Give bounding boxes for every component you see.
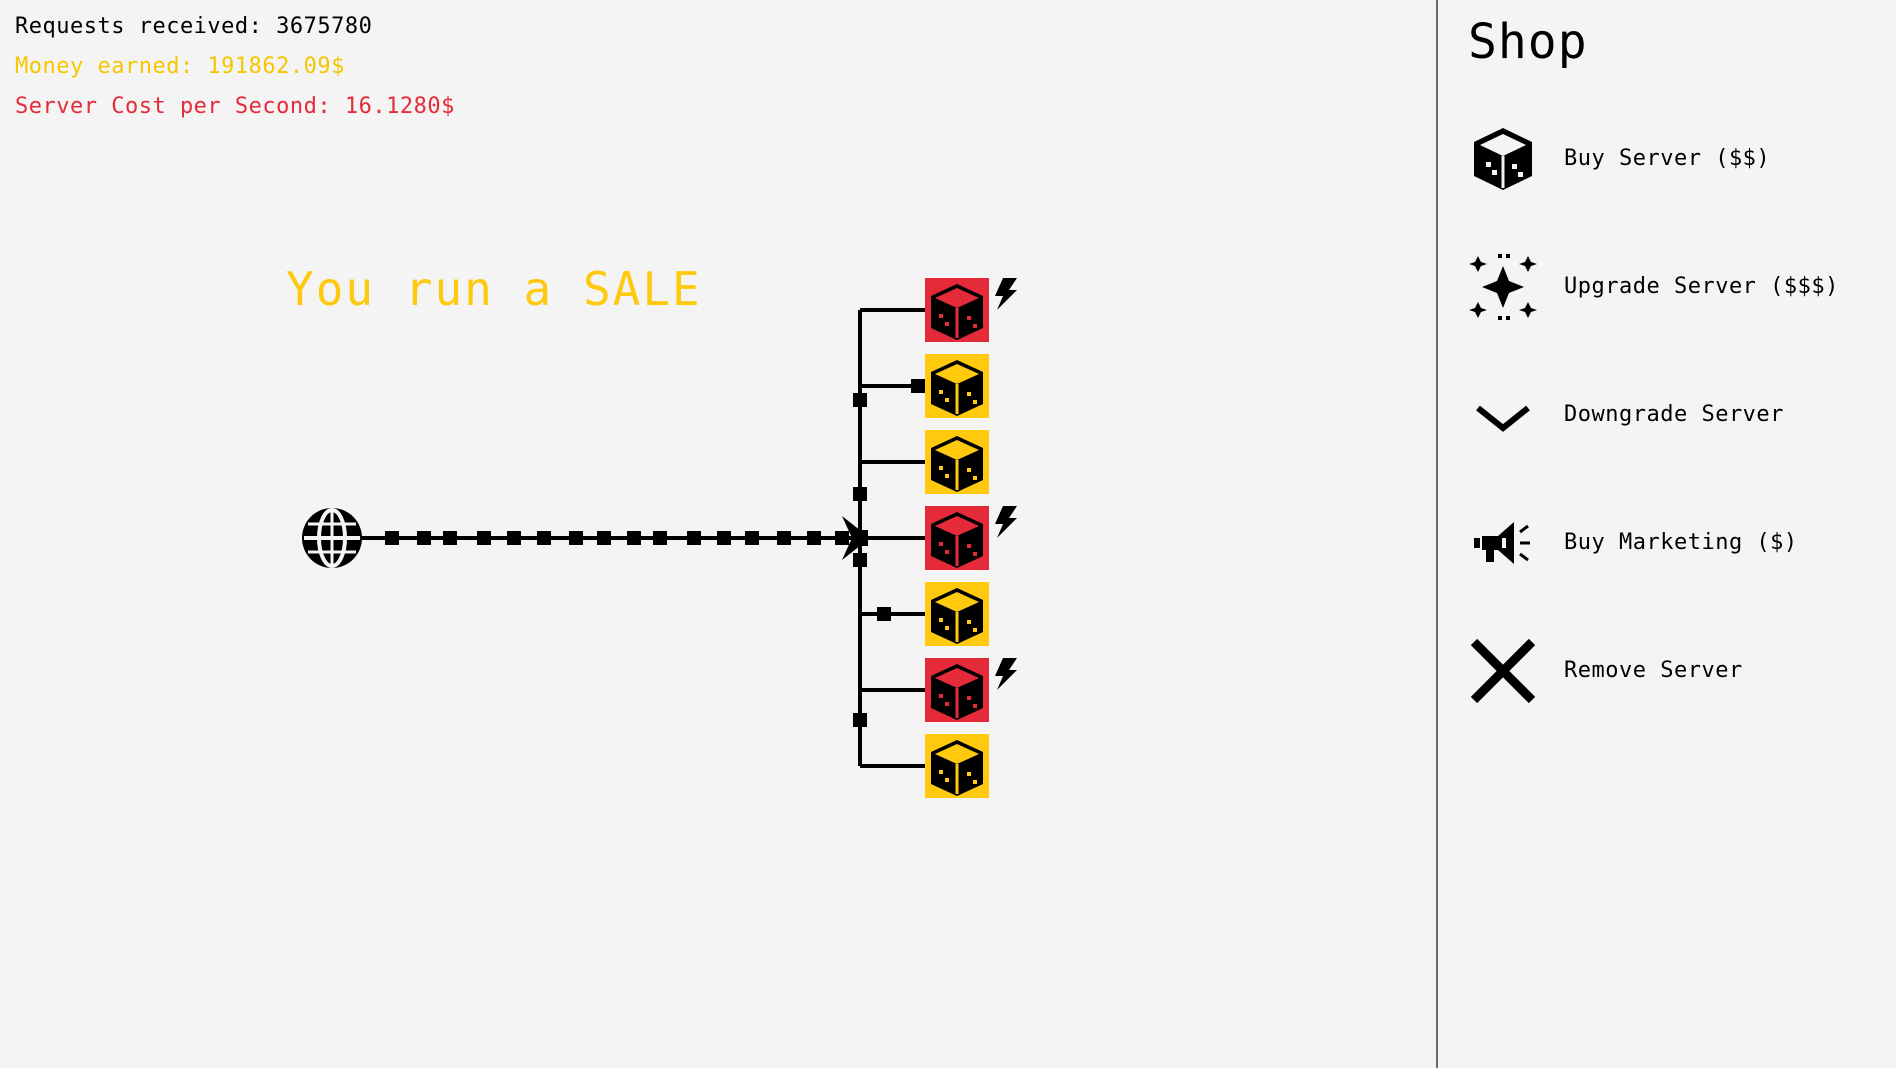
server-cube-light [939,694,943,698]
server-cube-light [967,392,971,396]
server-cube-top [935,440,979,460]
server-rack [925,278,1017,798]
lightning-bolt [995,506,1017,538]
request-packet [507,531,521,545]
request-packet [911,379,925,393]
request-packet [877,607,891,621]
megaphone-icon [1474,522,1530,564]
server-overloaded[interactable] [925,658,989,722]
request-packet [687,531,701,545]
server-cube-light [939,618,943,622]
request-packet [835,531,849,545]
server-cube-light [967,772,971,776]
buy-server-button[interactable]: Buy Server ($$) [1468,124,1888,194]
server-cube-light [945,474,949,478]
server-cube-light [939,390,943,394]
downgrade-server-label: Downgrade Server [1564,402,1784,427]
server-cube-light [973,780,977,784]
network-diagram [302,278,1017,798]
request-packet [627,531,641,545]
buy-marketing-button[interactable]: Buy Marketing ($) [1468,508,1888,578]
request-packet [653,531,667,545]
server-cube-light [973,704,977,708]
server-cube-light [939,466,943,470]
request-packet [537,531,551,545]
server-cube-light [973,552,977,556]
request-packet [777,531,791,545]
server-cube-light [967,696,971,700]
server-cube-top [935,744,979,764]
lightning-icon [995,658,1017,690]
server-cube-top [935,668,979,688]
request-packet [597,531,611,545]
server-cube-top [935,592,979,612]
server-cube-light [967,316,971,320]
upgrade-server-button[interactable]: Upgrade Server ($$$) [1468,252,1888,322]
server-cube-light [973,324,977,328]
lightning-bolt [995,658,1017,690]
server-cube-light [967,544,971,548]
remove-server-label: Remove Server [1564,658,1743,683]
lightning-icon [995,278,1017,310]
request-packet [745,531,759,545]
server-cube-light [945,702,949,706]
request-packet [853,487,867,501]
remove-server-button[interactable]: Remove Server [1468,636,1888,706]
requests-received-counter: Requests received: 3675780 [15,14,373,39]
server-normal[interactable] [925,430,989,494]
load-balancer-icon [842,516,870,560]
server-cube-top [935,516,979,536]
request-packet [853,393,867,407]
request-packet [853,713,867,727]
request-packet [443,531,457,545]
server-cube-top [935,288,979,308]
server-cube-top [935,364,979,384]
request-packet [385,531,399,545]
chevron-down-icon [1476,405,1530,432]
event-banner: You run a SALE [286,262,702,316]
server-cube-icon [1474,128,1532,190]
request-packet [807,531,821,545]
lightning-icon [995,506,1017,538]
shop-title: Shop [1468,14,1588,70]
server-normal[interactable] [925,582,989,646]
buy-server-label: Buy Server ($$) [1564,146,1771,171]
server-branches [860,308,925,768]
server-cube-light [973,628,977,632]
server-cube-light [945,398,949,402]
server-cube-light [939,770,943,774]
downgrade-server-button[interactable]: Downgrade Server [1468,380,1888,450]
request-packet [853,553,867,567]
request-packet [569,531,583,545]
server-overloaded[interactable] [925,506,989,570]
server-cube-light [945,778,949,782]
server-cube-light [973,476,977,480]
shop-panel: Shop Buy Server ($$) [1436,0,1896,1068]
close-icon [1470,638,1536,704]
server-cube-light [945,626,949,630]
server-overloaded[interactable] [925,278,989,342]
lightning-bolt [995,278,1017,310]
money-earned-counter: Money earned: 191862.09$ [15,54,345,79]
buy-marketing-label: Buy Marketing ($) [1564,530,1798,555]
server-cube-light [939,314,943,318]
server-cube-light [945,550,949,554]
server-normal[interactable] [925,734,989,798]
request-packet [717,531,731,545]
server-cube-light [973,400,977,404]
request-packets [385,379,925,727]
request-packet [477,531,491,545]
server-cost-counter: Server Cost per Second: 16.1280$ [15,94,455,119]
upgrade-server-label: Upgrade Server ($$$) [1564,274,1839,299]
server-cube-light [945,322,949,326]
server-cube-light [967,620,971,624]
server-normal[interactable] [925,354,989,418]
server-cube-light [939,542,943,546]
request-packet [417,531,431,545]
sparkle-icon [1469,254,1537,320]
globe-icon [302,508,362,568]
server-cube-light [967,468,971,472]
